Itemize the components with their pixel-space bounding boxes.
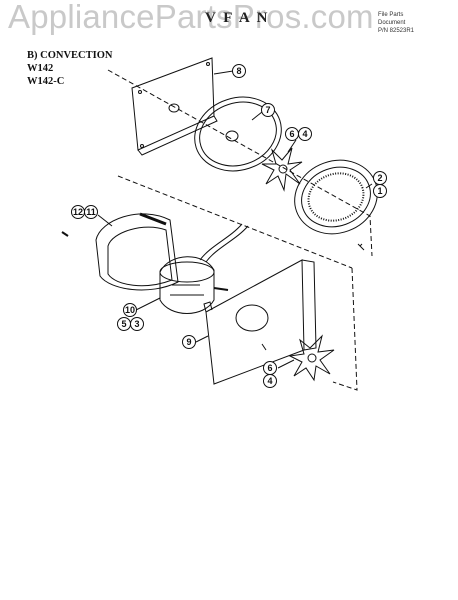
callout-number: 9 [186, 337, 191, 347]
callout-number: 5 [121, 319, 126, 329]
callout-circle [130, 317, 144, 331]
callout-number: 2 [377, 173, 382, 183]
callout-labels: 8 7 6 4 2 1 12 11 10 5 3 9 6 4 [73, 66, 383, 386]
callout-circle [232, 64, 246, 78]
model-label: W142 [27, 63, 54, 74]
gasket-ring [194, 96, 282, 172]
model-label: W142-C [27, 76, 65, 87]
callout-number: 12 [73, 207, 83, 217]
screw [61, 231, 69, 237]
fan-motor [159, 223, 249, 314]
leader-line [135, 297, 161, 311]
corner-note: File Parts Document P/N 82523R1 [378, 11, 414, 35]
callout-circle [123, 303, 137, 317]
assembly-boundary [107, 69, 373, 257]
leader-line [287, 139, 297, 153]
callout-number: 4 [302, 129, 307, 139]
screened-cover [294, 159, 378, 235]
leader-line [251, 111, 263, 121]
assembly-boundary [117, 175, 353, 269]
leader-line [195, 335, 209, 343]
callout-number: 8 [236, 66, 241, 76]
callout-circle [298, 127, 312, 141]
leader-line [97, 214, 113, 227]
section-title: B) CONVECTION [27, 50, 113, 61]
callout-number: 4 [267, 376, 272, 386]
leader-line [213, 70, 234, 75]
assembly-boundary [332, 267, 358, 391]
callout-circle [182, 335, 196, 349]
callout-number: 6 [267, 363, 272, 373]
callout-circle [373, 184, 387, 198]
fan-blade-lower [288, 334, 335, 382]
diagram-heading: V F A N [205, 10, 270, 26]
callout-circle [84, 205, 98, 219]
mounting-plate [131, 57, 218, 156]
callout-circle [263, 374, 277, 388]
callout-number: 7 [265, 105, 270, 115]
callout-number: 10 [125, 305, 135, 315]
leader-line [277, 359, 295, 369]
corner-note-line: Document [378, 20, 406, 26]
callout-number: 1 [377, 186, 382, 196]
callouts [71, 64, 387, 388]
fan-blade-upper [261, 147, 303, 192]
motor-bracket [203, 259, 317, 385]
callout-number: 11 [86, 207, 96, 217]
screw [357, 243, 365, 251]
watermark: AppliancePartsPros.com [8, 0, 374, 35]
leader-line [365, 183, 373, 189]
corner-note-line: File Parts [378, 12, 404, 18]
callout-circle [261, 103, 275, 117]
corner-note-line: P/N 82523R1 [378, 28, 415, 34]
callout-number: 3 [134, 319, 139, 329]
callout-number: 6 [289, 129, 294, 139]
